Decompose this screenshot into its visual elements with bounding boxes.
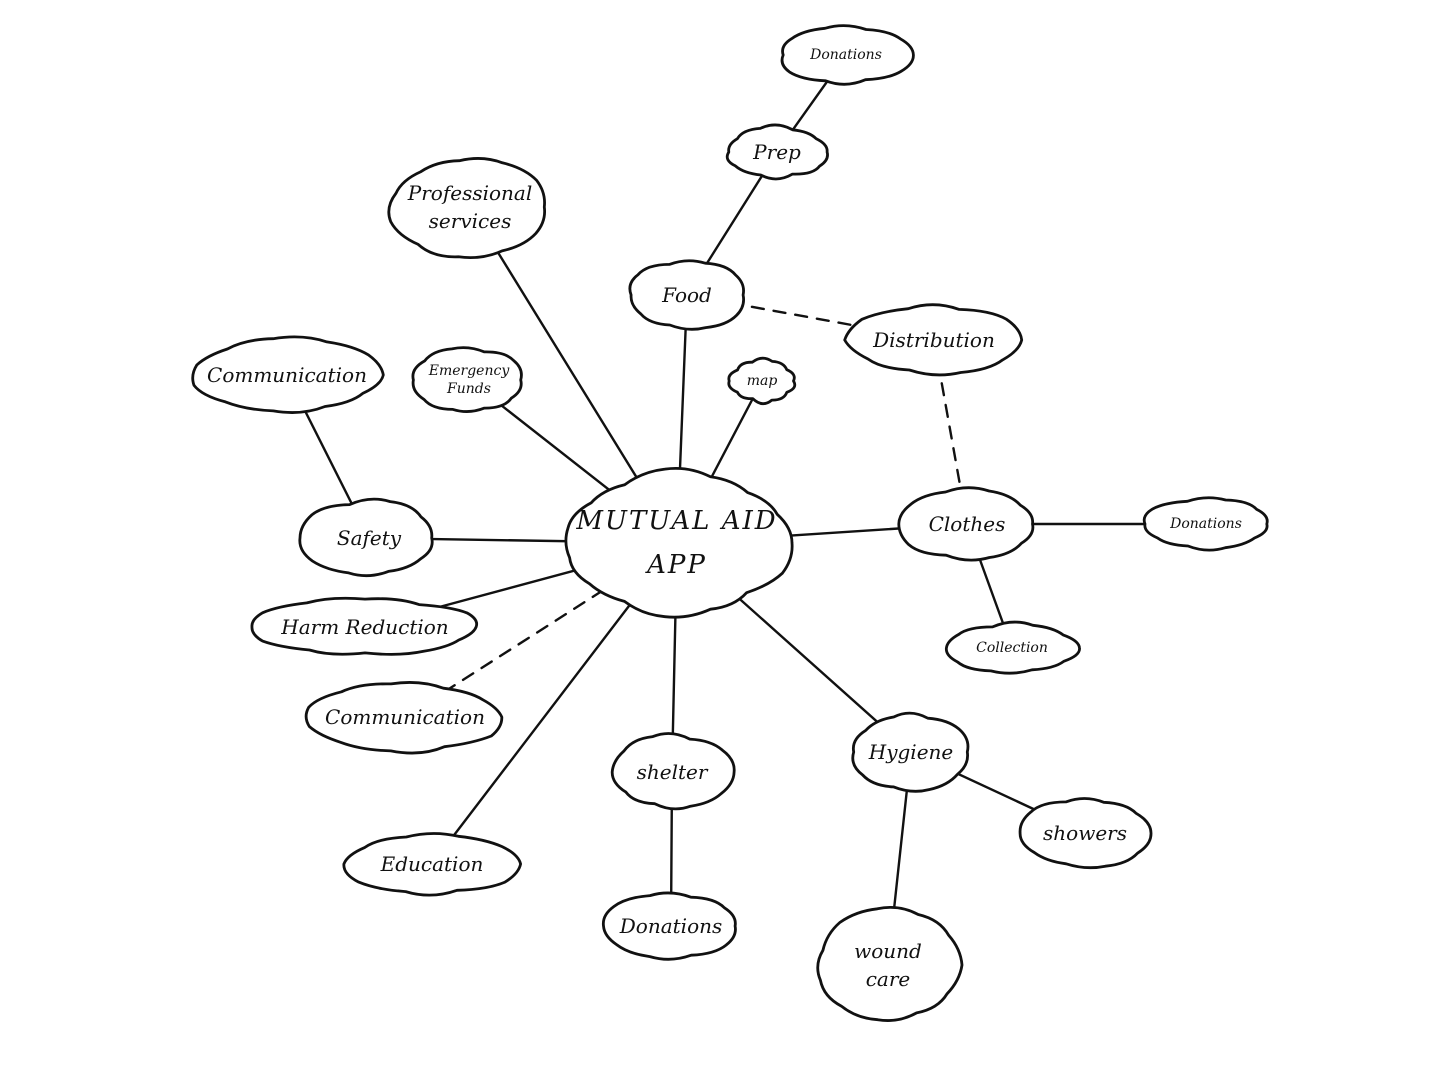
cloud-shape	[944, 620, 1081, 675]
cloud-shape	[843, 303, 1024, 377]
cloud-shape	[298, 497, 434, 578]
node-clothes-donations: Donations	[1142, 496, 1269, 552]
cloud-shape	[250, 596, 479, 656]
cloud-shape	[564, 466, 794, 619]
cloud-shape	[725, 123, 829, 181]
node-label: Professional	[407, 181, 532, 205]
node-communication-bottom: Communication	[304, 681, 504, 755]
node-safety: Safety	[298, 497, 434, 578]
node-label: Clothes	[929, 512, 1006, 536]
cloud-shape	[780, 24, 915, 86]
cloud-shape	[610, 732, 736, 811]
node-label: MUTUAL AID	[575, 506, 777, 536]
node-shelter-donations: Donations	[601, 891, 737, 961]
node-harm: Harm Reduction	[250, 596, 479, 656]
node-communication-top: Communication	[191, 335, 385, 414]
node-label: shelter	[637, 760, 709, 784]
cloud-shape	[1142, 496, 1269, 552]
node-hygiene: Hygiene	[851, 711, 970, 793]
node-label: wound	[854, 939, 922, 963]
node-collection: Collection	[944, 620, 1081, 675]
node-label: care	[866, 967, 911, 991]
node-label: Communication	[325, 705, 485, 729]
node-food-donations: Donations	[780, 24, 915, 86]
cloud-shape	[816, 906, 964, 1022]
node-label: Harm Reduction	[280, 615, 448, 639]
node-showers: showers	[1018, 797, 1153, 870]
node-clothes: Clothes	[897, 486, 1035, 562]
node-map: map	[727, 356, 797, 406]
cloud-shape	[304, 681, 504, 755]
node-label: Emergency	[428, 363, 511, 379]
node-label: Education	[380, 852, 484, 876]
node-food: Food	[628, 259, 745, 331]
cloud-shape	[601, 891, 737, 961]
cloud-shape	[191, 335, 385, 414]
node-label: Food	[661, 283, 712, 307]
node-label: Donations	[619, 914, 723, 938]
node-label: Funds	[446, 381, 491, 397]
center-node: MUTUAL AID APP	[564, 466, 794, 619]
cloud-shape	[727, 356, 797, 406]
cloud-shape	[628, 259, 745, 331]
nodes-layer: MUTUAL AIDAPPFoodPrepDonationsDistributi…	[191, 24, 1269, 1022]
cloud-shape	[1018, 797, 1153, 870]
node-education: Education	[342, 832, 522, 897]
cloud-shape	[411, 346, 523, 413]
cloud-shape	[851, 711, 970, 793]
cloud-shape	[897, 486, 1035, 562]
node-label: showers	[1043, 821, 1127, 845]
node-wound: wound care	[816, 906, 964, 1022]
node-label: Donations	[1169, 516, 1242, 532]
node-label: services	[429, 209, 512, 233]
node-label: APP	[645, 550, 707, 580]
cloud-shape	[387, 157, 547, 260]
node-label: Prep	[752, 140, 801, 164]
node-professional: Professional services	[387, 157, 547, 260]
node-label: map	[747, 373, 778, 389]
node-distribution: Distribution	[843, 303, 1024, 377]
node-shelter: shelter	[610, 732, 736, 811]
node-prep: Prep	[725, 123, 829, 181]
cloud-shape	[342, 832, 522, 897]
node-label: Collection	[976, 640, 1048, 656]
node-label: Communication	[207, 363, 367, 387]
node-label: Donations	[809, 47, 882, 63]
node-label: Hygiene	[868, 740, 954, 764]
node-label: Safety	[337, 526, 402, 550]
node-label: Distribution	[872, 328, 995, 352]
